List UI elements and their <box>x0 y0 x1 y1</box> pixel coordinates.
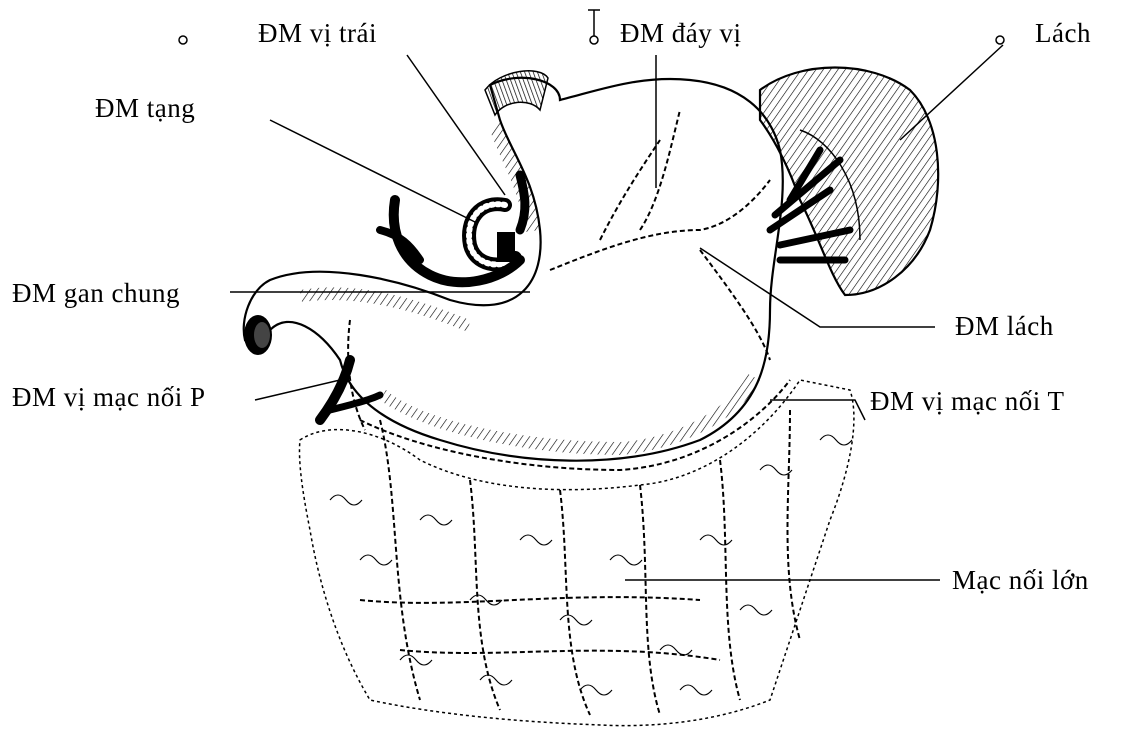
label-dm-vi-mac-noi-p: ĐM vị mạc nối P <box>12 384 206 411</box>
label-dm-tang: ĐM tạng <box>95 95 195 122</box>
label-dm-vi-mac-noi-t: ĐM vị mạc nối T <box>870 388 1064 415</box>
label-dm-gan-chung: ĐM gan chung <box>12 280 180 307</box>
label-dm-vi-trai: ĐM vị trái <box>258 20 377 47</box>
spleen <box>760 68 938 296</box>
label-mac-noi-lon: Mạc nối lớn <box>952 567 1089 594</box>
label-dm-day-vi: ĐM đáy vị <box>620 20 742 47</box>
label-dm-lach: ĐM lách <box>955 313 1054 340</box>
label-lach: Lách <box>1035 20 1091 47</box>
